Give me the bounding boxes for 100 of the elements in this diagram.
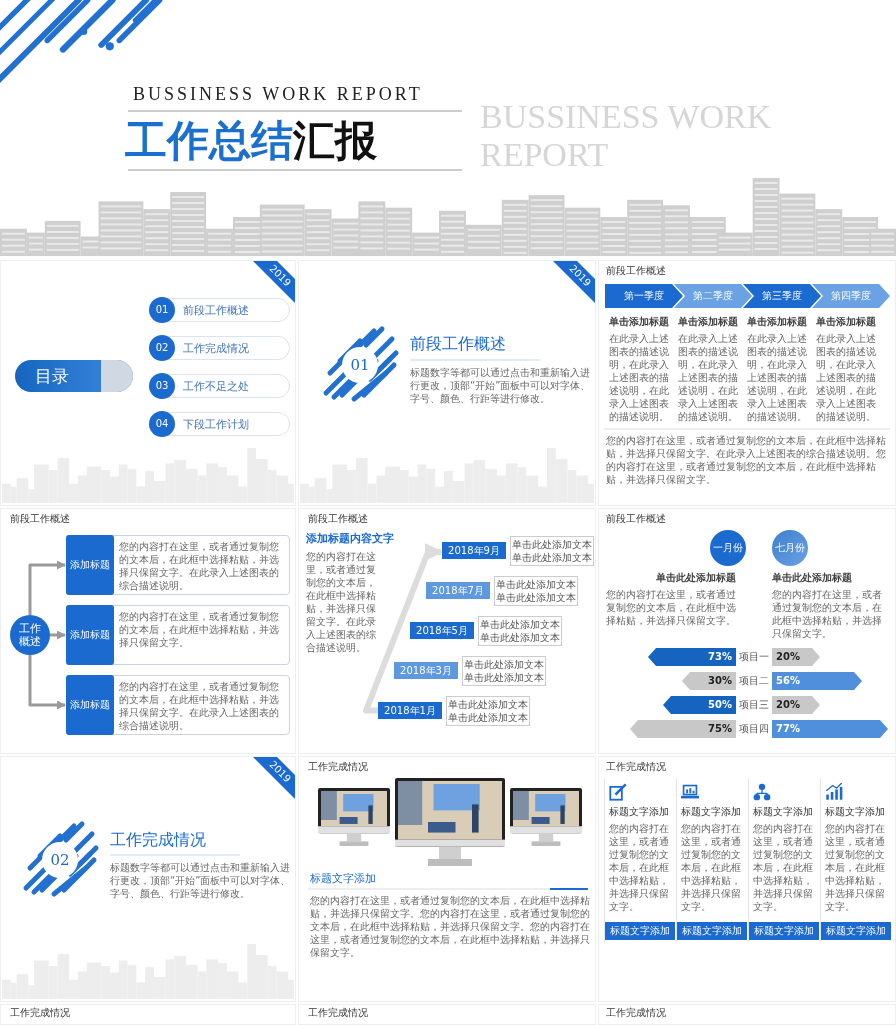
section-heading: 工作完成情况 (110, 830, 206, 850)
card-text: 您的内容打在这里，或者通过复制您的文本后，在此框中选择粘贴，并选择只保留文字。 (753, 822, 814, 913)
row-label: 项目三 (739, 699, 769, 711)
placeholder-text: 单击此处添加文本 (495, 578, 577, 591)
column-heading: 单击添加标题 (746, 316, 808, 328)
percent-bar (648, 648, 736, 666)
content-box (66, 605, 290, 665)
percent-text: 73% (708, 650, 732, 664)
row-label: 项目一 (739, 651, 769, 663)
percent-bar (682, 672, 736, 690)
placeholder-text: 单击此处添加文本 (511, 551, 593, 564)
text-box (446, 696, 530, 726)
text-box (462, 656, 546, 686)
text-box (478, 616, 562, 646)
percent-text: 20% (776, 650, 800, 664)
placeholder-text: 单击此处添加文本 (495, 591, 577, 604)
placeholder-text: 单击此处添加文本 (479, 631, 561, 644)
card-button: 标题文字添加 (677, 922, 747, 940)
subheading: 添加标题内容文字 (306, 532, 394, 545)
month-text: 七月份 (774, 541, 806, 555)
column-heading: 单击添加标题 (815, 316, 877, 328)
box-body: 您的内容打在这里，或者通过复制您的文本后，在此框中选择粘贴，并选择只保留文字。在此录入上述图表的综合描述说明。 (119, 540, 280, 592)
body-text: 您的内容打在这里，或者通过复制您的文本后，在此框中选择粘贴，并选择只保留文字。 (772, 588, 883, 640)
date-text: 2018年9月 (447, 544, 501, 558)
percent-text: 77% (776, 722, 800, 736)
date-bar (378, 702, 442, 719)
percent-bar (772, 648, 820, 666)
placeholder-text: 单击此处添加文本 (479, 618, 561, 631)
percent-bar (663, 696, 736, 714)
menu-item (150, 374, 290, 398)
menu-text: 工作不足之处 (183, 380, 249, 393)
slide-header: 工作完成情况 (10, 1007, 70, 1019)
column-text: 在此录入上述图表的描述说明，在此录入上述图表的描述说明，在此录入上述图表的描述说明。 (608, 332, 670, 423)
percent-text: 30% (708, 674, 732, 688)
arrow (28, 560, 66, 615)
menu-text: 工作完成情况 (183, 342, 249, 355)
date-bar (410, 622, 474, 639)
step-text: 第四季度 (830, 289, 872, 303)
percent-text: 50% (708, 698, 732, 712)
date-text: 2018年3月 (399, 664, 453, 678)
percent-bar (630, 720, 736, 738)
content-box (66, 535, 290, 595)
section-number: 01 (349, 355, 371, 375)
date-text: 2018年7月 (431, 584, 485, 598)
percent-bar (772, 720, 888, 738)
card-heading: 标题文字添加 (753, 806, 813, 818)
percent-text: 20% (776, 698, 800, 712)
card-button: 标题文字添加 (749, 922, 819, 940)
column-text: 在此录入上述图表的描述说明，在此录入上述图表的描述说明，在此录入上述图表的描述说明。 (815, 332, 877, 423)
topic-text: 工作概述 (19, 622, 41, 648)
column-heading: 单击此处添加标题 (772, 572, 853, 584)
column-heading: 单击此处添加标题 (655, 572, 736, 584)
month-text: 一月份 (712, 541, 744, 555)
date-bar (442, 542, 506, 559)
column-text: 在此录入上述图表的描述说明，在此录入上述图表的描述说明，在此录入上述图表的描述说明。 (746, 332, 808, 423)
menu-item (150, 298, 290, 322)
column-heading: 单击添加标题 (677, 316, 739, 328)
arrow (28, 655, 66, 710)
slide-header: 前段工作概述 (10, 513, 70, 525)
card-heading: 标题文字添加 (609, 806, 669, 818)
report-subtitle: BUSSINESS WORK REPORT (133, 84, 423, 105)
placeholder-text: 单击此处添加文本 (447, 698, 529, 711)
column-text: 在此录入上述图表的描述说明，在此录入上述图表的描述说明，在此录入上述图表的描述说明。 (677, 332, 739, 423)
percent-text: 75% (708, 722, 732, 736)
chevron-step (743, 284, 821, 308)
slide-header: 工作完成情况 (308, 761, 368, 773)
box-tag: 添加标题 (66, 535, 114, 595)
info-card (676, 778, 746, 942)
placeholder-text: 单击此处添加文本 (511, 538, 593, 551)
body-text: 您的内容打在这里，或者通过复制您的文本后，在此框中选择粘贴，并选择只保留文字。在此录入上述图表的综合描述说明。 (306, 550, 377, 654)
subheading: 标题文字添加 (310, 872, 376, 885)
section-subtitle: 标题数字等都可以通过点击和重新输入进行更改，顶部“开始”面板中可以对字体、字号、颜色、行距等进行修改。 (110, 861, 292, 900)
card-button: 标题文字添加 (605, 922, 675, 940)
section-subtitle: 标题数字等都可以通过点击和重新输入进行更改，顶部“开始”面板中可以对字体、字号、颜色、行距等进行修改。 (410, 366, 592, 405)
slide-header: 前段工作概述 (606, 513, 666, 525)
percent-text: 56% (776, 674, 800, 688)
body-text: 您的内容打在这里，或者通过复制您的文本后，在此框中选择粘贴，并选择只保留文字。您的内容打在这里，或者通过复制您的文本后，在此框中选择粘贴，并选择只保留文字。您的内容打在这里，或者通过复制您的文本后，在此框中选择粘贴，并选择只保留文字。 (310, 894, 591, 959)
section-number: 02 (49, 850, 71, 870)
placeholder-text: 单击此处添加文本 (447, 711, 529, 724)
card-text: 您的内容打在这里，或者通过复制您的文本后，在此框中选择粘贴，并选择只保留文字。 (681, 822, 742, 913)
menu-text: 前段工作概述 (183, 304, 249, 317)
section-heading: 前段工作概述 (410, 334, 506, 354)
chevron-step (605, 284, 683, 308)
footer-text: 您的内容打在这里，或者通过复制您的文本后，在此框中选择粘贴，并选择只保留文字。在此录入上述图表的综合描述说明。您的内容打在这里，或者通过复制您的文本后，在此框中选择粘贴，并选择只保留文字。 (606, 434, 887, 486)
title-pill (15, 360, 133, 392)
date-text: 2018年5月 (415, 624, 469, 638)
box-body: 您的内容打在这里，或者通过复制您的文本后，在此框中选择粘贴，并选择只保留文字。 (119, 610, 280, 649)
slide-header: 前段工作概述 (308, 513, 368, 525)
slide-header: 工作完成情况 (606, 1007, 666, 1019)
content-box (66, 675, 290, 735)
box-tag: 添加标题 (66, 675, 114, 735)
date-text: 2018年1月 (383, 704, 437, 718)
arrow (50, 630, 66, 640)
step-text: 第三季度 (761, 289, 803, 303)
slide-header: 工作完成情况 (606, 761, 666, 773)
text-box (510, 536, 594, 566)
card-text: 您的内容打在这里，或者通过复制您的文本后，在此框中选择粘贴，并选择只保留文字。 (825, 822, 886, 913)
slide-header: 工作完成情况 (308, 1007, 368, 1019)
placeholder-text: 单击此处添加文本 (463, 671, 545, 684)
arrow (363, 543, 443, 714)
